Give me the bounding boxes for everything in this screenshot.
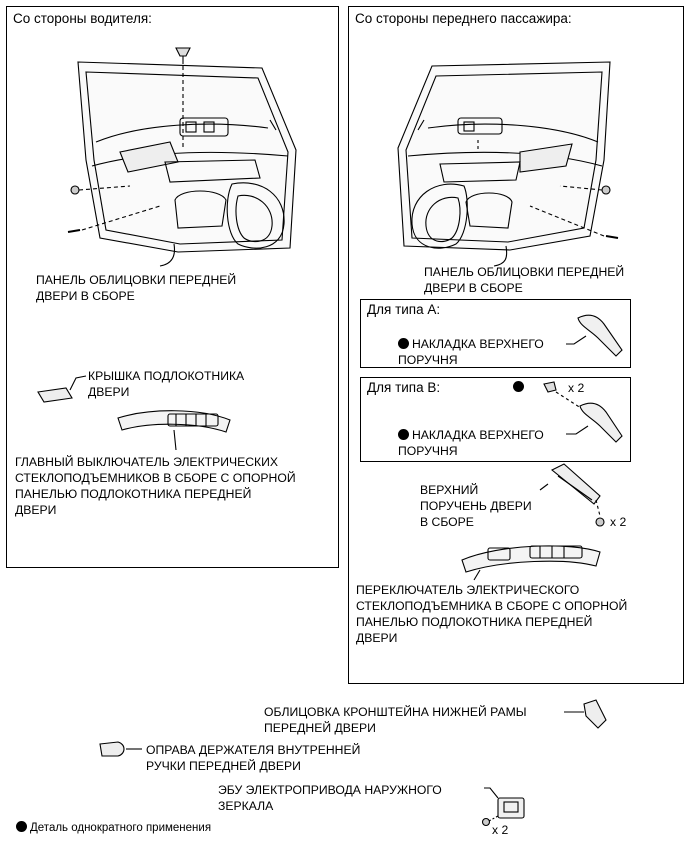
type-b-part-label: НАКЛАДКА ВЕРХНЕГО ПОРУЧНЯ xyxy=(398,427,544,459)
passenger-door-trim-drawing xyxy=(397,61,611,251)
lower-frame-bracket-drawing xyxy=(564,699,607,729)
passenger-switch-drawing xyxy=(461,545,601,581)
handle-bezel-drawing xyxy=(99,741,142,757)
type-b-clip-drawing xyxy=(543,381,585,411)
driver-trim-leader xyxy=(159,243,176,267)
driver-door-trim-drawing xyxy=(77,61,297,253)
driver-trim-label: ПАНЕЛЬ ОБЛИЦОВКИ ПЕРЕДНЕЙ ДВЕРИ В СБОРЕ xyxy=(36,273,237,303)
passenger-side-header: Со стороны переднего пассажира: xyxy=(355,11,572,26)
type-b-clip-marker xyxy=(513,379,527,395)
single-use-legend: Деталь однократного применения xyxy=(16,820,211,836)
single-use-marker-icon xyxy=(398,429,409,440)
handle-bezel-label: ОПРАВА ДЕРЖАТЕЛЯ ВНУТРЕННЕЙ РУЧКИ ПЕРЕДН… xyxy=(146,743,361,773)
passenger-trim-label: ПАНЕЛЬ ОБЛИЦОВКИ ПЕРЕДНЕЙ ДВЕРИ В СБОРЕ xyxy=(424,265,625,295)
type-b-armrest-cover-drawing xyxy=(566,402,623,443)
upper-armrest-drawing xyxy=(539,463,605,527)
type-b-box: Для типа В: xyxy=(360,377,631,462)
single-use-marker-icon xyxy=(16,821,27,832)
driver-screw-1-drawing xyxy=(67,185,161,233)
upper-armrest-label: ВЕРХНИЙ ПОРУЧЕНЬ ДВЕРИ В СБОРЕ xyxy=(420,483,532,529)
type-a-armrest-cover-drawing xyxy=(566,314,623,357)
mirror-ecu-drawing xyxy=(481,787,525,827)
upper-armrest-qty: x 2 xyxy=(610,515,627,529)
mirror-ecu-label: ЭБУ ЭЛЕКТРОПРИВОДА НАРУЖНОГО ЗЕРКАЛА xyxy=(218,783,442,813)
driver-master-switch-label: ГЛАВНЫЙ ВЫКЛЮЧАТЕЛЬ ЭЛЕКТРИЧЕСКИХ СТЕКЛО… xyxy=(15,455,296,517)
mirror-ecu-qty: x 2 xyxy=(492,823,509,837)
type-a-title: Для типа А: xyxy=(367,302,441,317)
type-b-clip-qty: x 2 xyxy=(568,381,585,395)
passenger-switch-label: ПЕРЕКЛЮЧАТЕЛЬ ЭЛЕКТРИЧЕСКОГО СТЕКЛОПОДЪЕ… xyxy=(356,583,628,645)
type-a-box: Для типа А: xyxy=(360,299,631,368)
lower-frame-bracket-label: ОБЛИЦОВКА КРОНШТЕЙНА НИЖНЕЙ РАМЫ ПЕРЕДНЕ… xyxy=(264,705,527,735)
driver-clip-top-drawing xyxy=(175,47,191,150)
type-b-title: Для типа В: xyxy=(367,380,441,395)
driver-armrest-cover-drawing xyxy=(37,375,87,403)
passenger-screw-drawing xyxy=(477,140,619,239)
type-b-part-text: НАКЛАДКА ВЕРХНЕГО ПОРУЧНЯ xyxy=(398,428,544,458)
type-a-part-text: НАКЛАДКА ВЕРХНЕГО ПОРУЧНЯ xyxy=(398,337,544,367)
passenger-trim-leader xyxy=(493,245,508,267)
driver-armrest-cover-label: КРЫШКА ПОДЛОКОТНИКА ДВЕРИ xyxy=(88,369,245,399)
driver-master-switch-drawing xyxy=(117,410,231,451)
single-use-marker-icon xyxy=(513,381,524,392)
type-a-part-label: НАКЛАДКА ВЕРХНЕГО ПОРУЧНЯ xyxy=(398,336,544,368)
driver-side-header: Со стороны водителя: xyxy=(13,11,152,26)
driver-side-panel: Со стороны водителя: xyxy=(6,6,339,568)
passenger-side-panel: Со стороны переднего пассажира: xyxy=(348,6,684,684)
single-use-legend-text: Деталь однократного применения xyxy=(30,822,212,834)
single-use-marker-icon xyxy=(398,338,409,349)
